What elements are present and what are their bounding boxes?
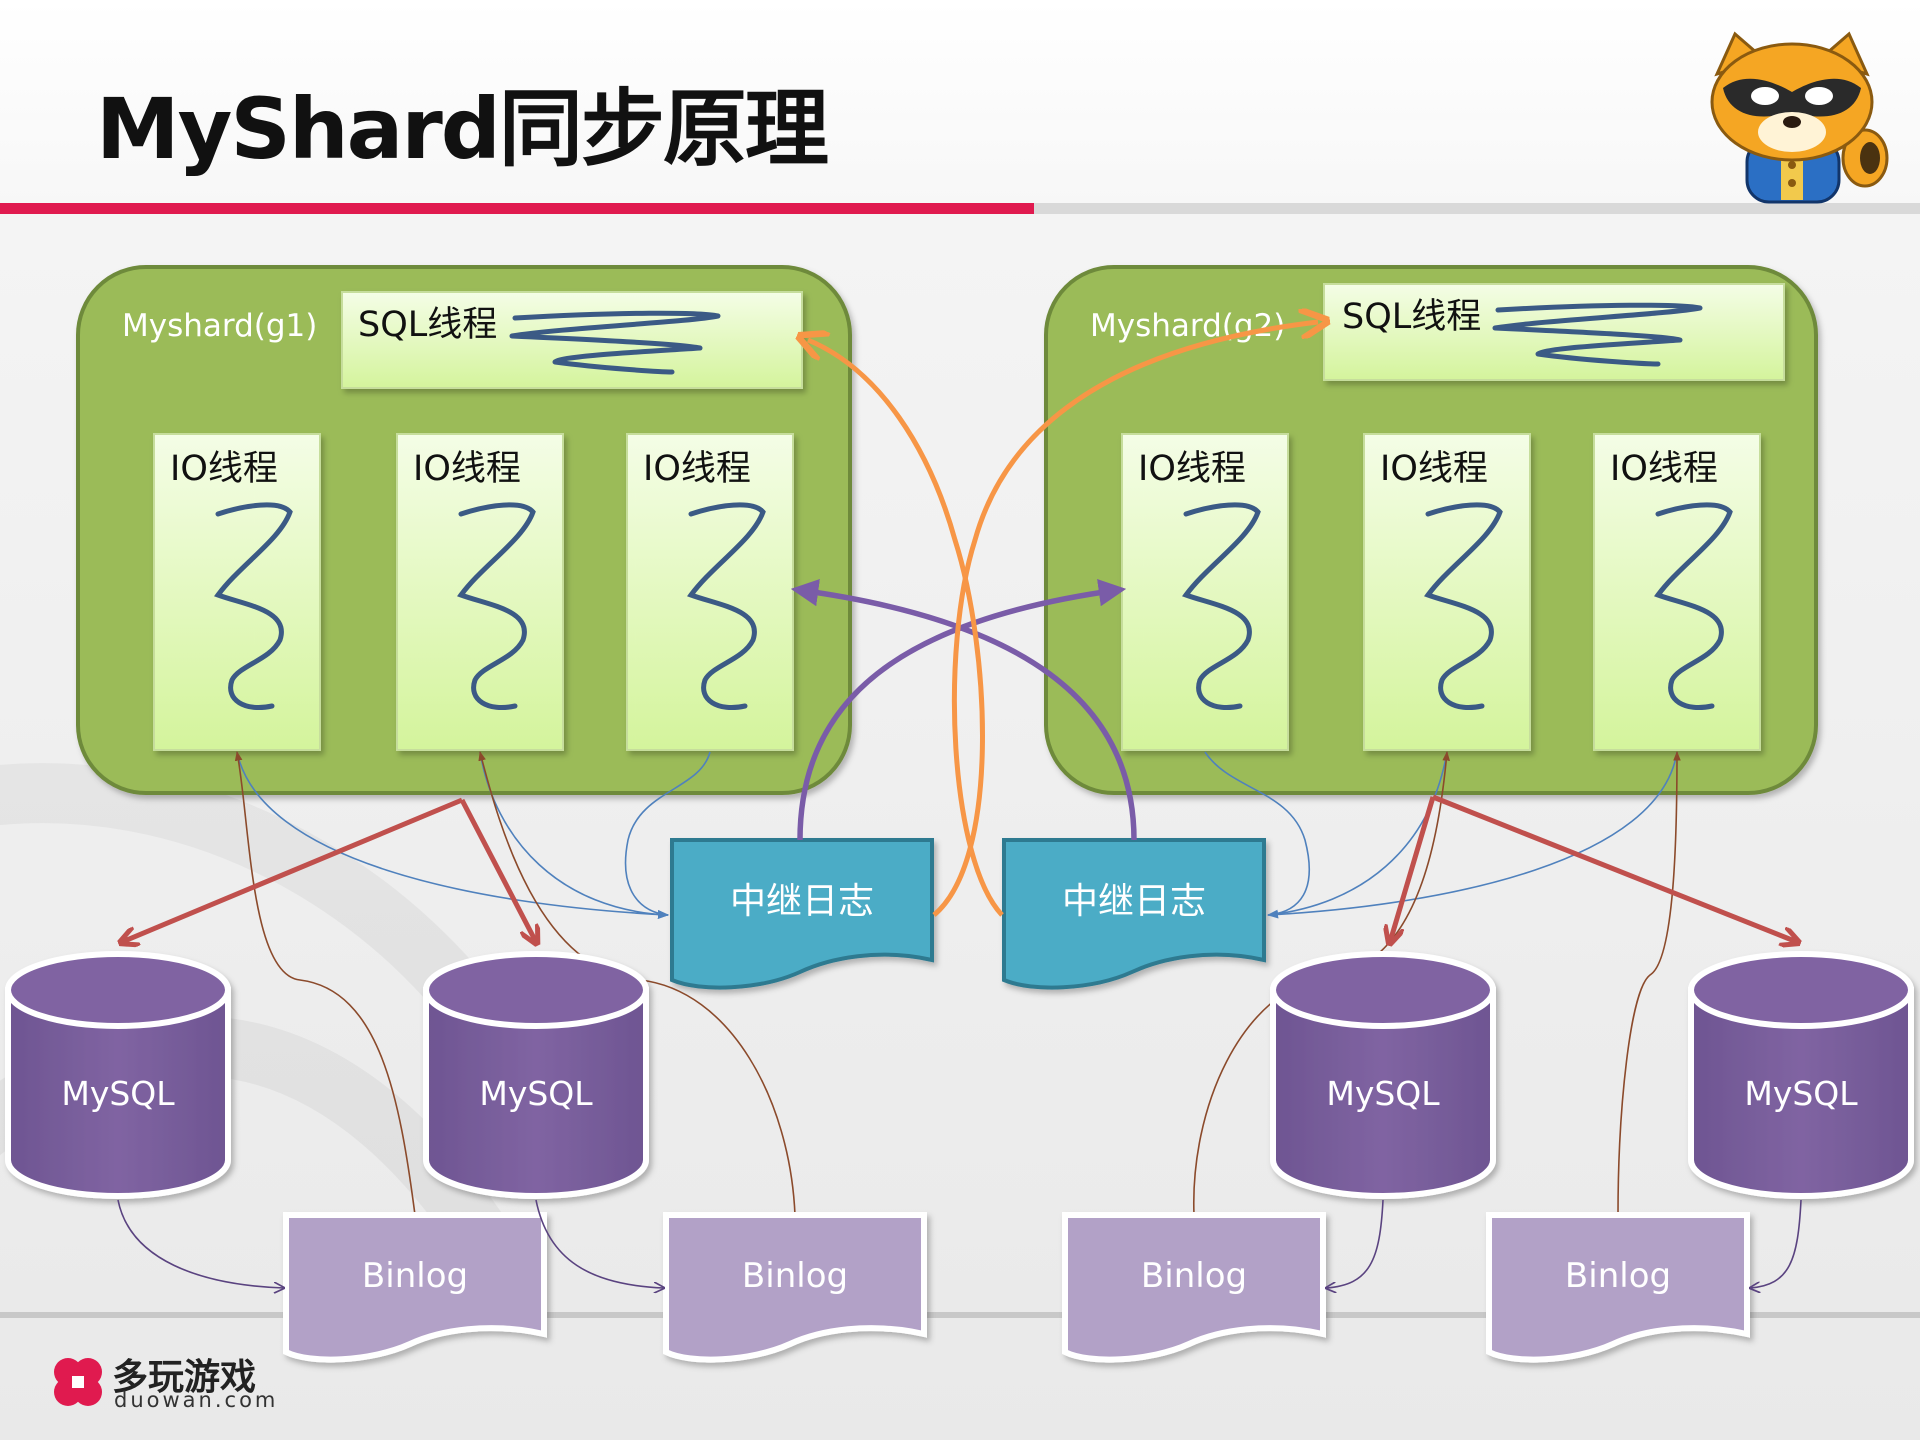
relay-log-label: 中继日志 bbox=[730, 881, 874, 922]
io-thread-label: IO线程 bbox=[643, 449, 751, 489]
relay-log-2: 中继日志 bbox=[1002, 838, 1266, 990]
g1-io-thread-2: IO线程 bbox=[396, 433, 564, 751]
binlog-2: Binlog bbox=[663, 1212, 927, 1363]
title-underline-rest bbox=[1034, 203, 1920, 214]
mysql-db-1: MySQL bbox=[5, 951, 231, 1199]
io-thread-label: IO线程 bbox=[1610, 449, 1718, 489]
thread-squiggle-icon bbox=[1424, 502, 1503, 710]
thread-squiggle-icon bbox=[214, 502, 293, 710]
logo-chinese-name: 多玩游戏 bbox=[112, 1357, 257, 1398]
mysql-to-binlog-arrows bbox=[117, 1199, 1802, 1288]
binlog-label: Binlog bbox=[1141, 1256, 1247, 1296]
logo-domain: duowan.com bbox=[114, 1388, 279, 1412]
floor-line bbox=[0, 1312, 1920, 1318]
mysql-label: MySQL bbox=[479, 1074, 593, 1113]
relay-to-sql-arrows bbox=[808, 322, 1318, 917]
binlog-3: Binlog bbox=[1062, 1212, 1326, 1363]
g2-sql-thread-box: SQL线程 bbox=[1323, 283, 1785, 381]
relay-log-label: 中继日志 bbox=[1062, 881, 1206, 922]
io-thread-label: IO线程 bbox=[1138, 449, 1246, 489]
io-thread-label: IO线程 bbox=[170, 449, 278, 489]
slide-header bbox=[0, 0, 1920, 204]
mysql-label: MySQL bbox=[61, 1074, 175, 1113]
group-g1-label: Myshard(g1) bbox=[122, 308, 317, 344]
group-to-mysql-arrows bbox=[122, 794, 1797, 942]
io-thread-label: IO线程 bbox=[413, 449, 521, 489]
mysql-label: MySQL bbox=[1744, 1074, 1858, 1113]
g1-sql-thread-squiggle-icon bbox=[509, 310, 721, 375]
relay-log-1: 中继日志 bbox=[670, 838, 934, 990]
mysql-db-3: MySQL bbox=[1270, 951, 1496, 1199]
relay-to-io-arrows bbox=[790, 578, 1137, 841]
io-thread-label: IO线程 bbox=[1380, 449, 1488, 489]
g2-sql-thread-label: SQL线程 bbox=[1342, 297, 1481, 337]
slide-title: MyShard同步原理 bbox=[96, 80, 829, 178]
binlog-label: Binlog bbox=[742, 1256, 848, 1296]
thread-squiggle-icon bbox=[687, 502, 766, 710]
mysql-db-4: MySQL bbox=[1688, 951, 1914, 1199]
raccoon-mascot-icon bbox=[1710, 31, 1889, 204]
duowan-logo-icon bbox=[54, 1358, 102, 1406]
g1-sql-thread-label: SQL线程 bbox=[358, 305, 497, 345]
thread-squiggle-icon bbox=[1654, 502, 1733, 710]
g1-io-thread-1: IO线程 bbox=[153, 433, 321, 751]
g2-io-thread-1: IO线程 bbox=[1121, 433, 1289, 751]
thread-squiggle-icon bbox=[1182, 502, 1261, 710]
g2-sql-thread-squiggle-icon bbox=[1492, 302, 1703, 367]
mysql-db-2: MySQL bbox=[423, 951, 649, 1199]
title-underline-accent bbox=[0, 203, 1034, 214]
mysql-label: MySQL bbox=[1326, 1074, 1440, 1113]
binlog-label: Binlog bbox=[362, 1256, 468, 1296]
binlog-4: Binlog bbox=[1486, 1212, 1750, 1363]
thread-squiggle-icon bbox=[457, 502, 536, 710]
g1-io-thread-3: IO线程 bbox=[626, 433, 794, 751]
group-g2-label: Myshard(g2) bbox=[1090, 308, 1285, 344]
g2-io-thread-3: IO线程 bbox=[1593, 433, 1761, 751]
binlog-label: Binlog bbox=[1565, 1256, 1671, 1296]
g2-io-thread-2: IO线程 bbox=[1363, 433, 1531, 751]
binlog-1: Binlog bbox=[283, 1212, 547, 1363]
g1-sql-thread-box: SQL线程 bbox=[341, 291, 803, 389]
